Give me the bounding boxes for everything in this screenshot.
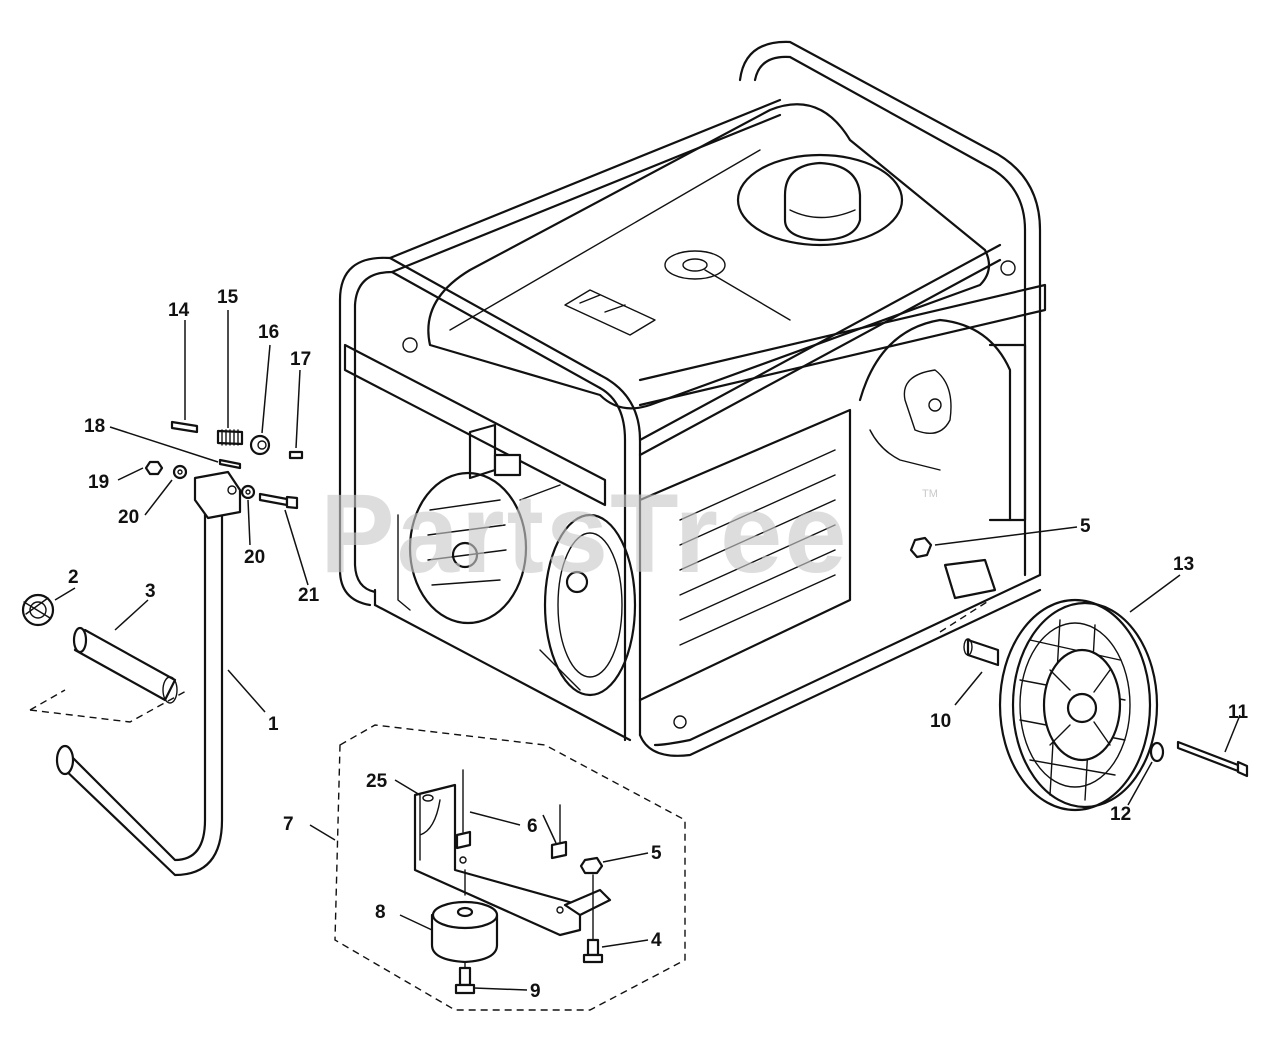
fuel-tank xyxy=(427,103,991,410)
callout-1: 1 xyxy=(268,714,279,735)
callout-17: 17 xyxy=(290,349,311,370)
callout-20-right: 20 xyxy=(244,547,265,568)
callout-6: 6 xyxy=(527,816,538,837)
wheel-assembly xyxy=(909,536,1249,812)
callout-20-left: 20 xyxy=(118,507,139,528)
callout-15: 15 xyxy=(217,287,239,308)
callout-7: 7 xyxy=(283,814,294,835)
callout-2: 2 xyxy=(68,567,79,588)
handle-assembly xyxy=(21,420,304,877)
callout-19: 19 xyxy=(88,472,109,493)
callout-5-foot-nut: 5 xyxy=(651,843,662,864)
callout-14: 14 xyxy=(168,300,190,321)
callout-8: 8 xyxy=(375,902,386,923)
watermark-text: PartsTree xyxy=(320,471,849,596)
generator-alternator xyxy=(397,408,852,702)
watermark-trademark: TM xyxy=(922,488,938,500)
callout-12: 12 xyxy=(1110,804,1131,825)
leader-lines xyxy=(54,310,1241,991)
foot-kit xyxy=(334,724,686,1011)
callout-21: 21 xyxy=(298,585,320,606)
generator-frame xyxy=(338,40,1047,757)
callout-4: 4 xyxy=(651,930,662,951)
callout-labels: 1 2 3 4 5 5 6 7 8 9 10 11 12 13 14 15 16… xyxy=(68,287,1249,1002)
callout-18: 18 xyxy=(84,416,105,437)
callout-11: 11 xyxy=(1228,702,1249,723)
engine-carburetor xyxy=(858,318,1027,522)
callout-3: 3 xyxy=(145,581,156,602)
callout-10: 10 xyxy=(930,711,951,732)
callout-5-axle-nut: 5 xyxy=(1080,516,1091,537)
callout-9: 9 xyxy=(530,981,541,1002)
callout-13: 13 xyxy=(1173,554,1194,575)
callout-16: 16 xyxy=(258,322,279,343)
callout-25: 25 xyxy=(366,771,388,792)
